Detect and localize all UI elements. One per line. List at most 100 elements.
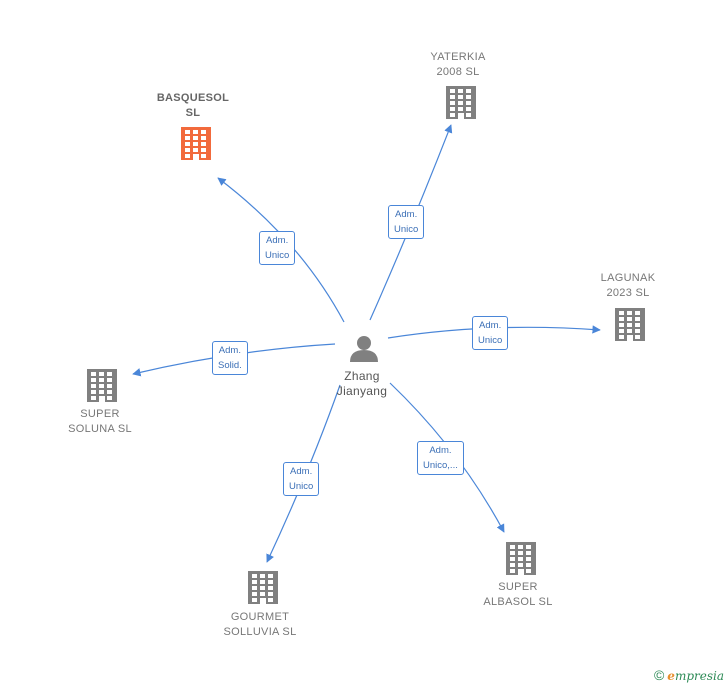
node-label-super-soluna[interactable]: SUPER SOLUNA SL [68, 408, 132, 435]
building-window [510, 563, 515, 567]
edge-label-super-albasol: Adm. Unico,... [417, 441, 464, 475]
node-label-super-albasol[interactable]: SUPER ALBASOL SL [483, 581, 553, 608]
node-label-basquesol[interactable]: BASQUESOL SL [156, 92, 230, 119]
building-window [635, 311, 640, 315]
edge-label-super-soluna: Adm. Solid. [212, 341, 248, 375]
edge-label-basquesol: Adm. Unico [259, 231, 296, 265]
building-window [526, 545, 531, 549]
building-window [185, 154, 190, 158]
building-window [518, 551, 523, 555]
building-window [526, 557, 531, 561]
building-door [518, 569, 524, 575]
building-icon[interactable] [248, 571, 278, 604]
building-window [458, 89, 463, 93]
building-window [510, 545, 515, 549]
edge-label-yaterkia: Adm. Unico [388, 205, 425, 239]
building-door [260, 598, 266, 604]
building-window [268, 592, 273, 596]
building-icon[interactable] [615, 308, 645, 341]
building-window [635, 329, 640, 333]
building-window [201, 142, 206, 146]
building-window [466, 95, 471, 99]
building-window [526, 551, 531, 555]
building-window [252, 580, 257, 584]
building-icon[interactable] [446, 86, 476, 119]
footer-brand[interactable]: ©empresia [654, 667, 724, 683]
building-window [635, 335, 640, 339]
building-window [201, 130, 206, 134]
building-window [627, 323, 632, 327]
building-window [252, 592, 257, 596]
building-window [510, 551, 515, 555]
building-window [91, 378, 96, 382]
building-window [450, 89, 455, 93]
building-window [627, 311, 632, 315]
building-window [510, 557, 515, 561]
copyright-symbol: © [653, 667, 665, 683]
building-window [99, 384, 104, 388]
building-window [201, 154, 206, 158]
building-window [466, 107, 471, 111]
building-window [91, 390, 96, 394]
building-window [201, 136, 206, 140]
building-icon[interactable] [506, 542, 536, 575]
building-door [458, 113, 464, 119]
building-window [619, 329, 624, 333]
building-window [619, 317, 624, 321]
node-label-lagunak[interactable]: LAGUNAK 2023 SL [600, 272, 656, 299]
building-window [260, 580, 265, 584]
building-window [91, 384, 96, 388]
building-window [619, 335, 624, 339]
building-window [268, 574, 273, 578]
building-window [466, 89, 471, 93]
building-window [185, 148, 190, 152]
building-window [107, 396, 112, 400]
building-window [260, 574, 265, 578]
building-window [268, 586, 273, 590]
person-icon[interactable] [350, 336, 378, 362]
building-window [450, 107, 455, 111]
building-window [185, 130, 190, 134]
edge-label-gourmet: Adm. Unico [283, 462, 320, 496]
building-window [526, 563, 531, 567]
node-label-person[interactable]: Zhang Jianyang [336, 369, 388, 398]
building-window [107, 378, 112, 382]
building-window [458, 95, 463, 99]
building-window [268, 580, 273, 584]
building-window [518, 557, 523, 561]
building-window [450, 101, 455, 105]
building-window [466, 101, 471, 105]
building-icon[interactable] [87, 369, 117, 402]
node-label-yaterkia[interactable]: YATERKIA 2008 SL [430, 51, 486, 78]
building-window [193, 130, 198, 134]
building-window [458, 107, 463, 111]
building-window [91, 396, 96, 400]
building-window [510, 569, 515, 573]
building-window [252, 574, 257, 578]
building-window [252, 586, 257, 590]
building-window [193, 136, 198, 140]
building-window [260, 586, 265, 590]
edge-label-lagunak: Adm. Unico [472, 316, 509, 350]
building-window [627, 317, 632, 321]
building-window [526, 569, 531, 573]
building-window [185, 142, 190, 146]
building-window [635, 323, 640, 327]
brand-logo-letter: e [667, 669, 675, 683]
building-window [107, 372, 112, 376]
building-window [99, 390, 104, 394]
building-window [268, 598, 273, 602]
building-window [193, 148, 198, 152]
building-window [99, 372, 104, 376]
building-icon[interactable] [181, 127, 211, 160]
building-window [107, 384, 112, 388]
building-door [627, 335, 633, 341]
node-label-gourmet[interactable]: GOURMET SOLLUVIA SL [223, 611, 297, 638]
building-window [619, 323, 624, 327]
building-window [201, 148, 206, 152]
building-window [450, 95, 455, 99]
building-window [91, 372, 96, 376]
building-window [450, 113, 455, 117]
building-window [252, 598, 257, 602]
